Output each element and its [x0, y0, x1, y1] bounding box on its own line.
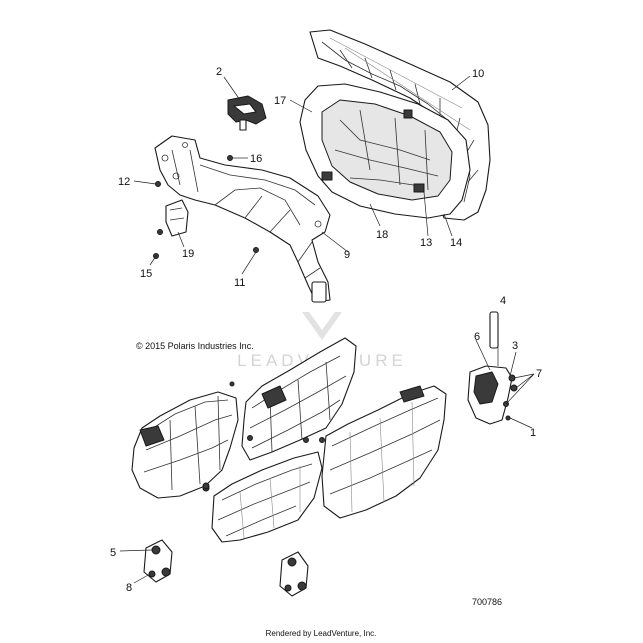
hinge-bracket [165, 199, 189, 237]
callout-9: 9 [344, 249, 350, 261]
screw-icon [157, 229, 163, 235]
lower-right-panel [321, 385, 447, 519]
callout-10: 10 [472, 68, 484, 80]
hinge-assembly [467, 311, 535, 429]
door-outer-panel [309, 29, 491, 221]
hinge-plate-right [279, 551, 309, 597]
callout-11: 11 [234, 277, 245, 289]
callout-15: 15 [140, 268, 152, 280]
callout-6: 6 [474, 331, 480, 343]
screw-icon [229, 381, 235, 387]
fasteners-lower [202, 381, 325, 490]
hinge-pin [489, 311, 499, 349]
callout-16: 16 [250, 153, 262, 165]
lower-middle-door-frame [241, 337, 357, 461]
copyright-text: © 2015 Polaris Industries Inc. [136, 341, 254, 351]
screw-icon [202, 482, 210, 490]
lower-left-door-frame [131, 391, 239, 499]
screw-icon [227, 155, 233, 161]
screw-icon [153, 253, 159, 259]
watermark-logo-icon [302, 312, 342, 340]
callout-5: 5 [110, 547, 116, 559]
diagram-number: 700786 [472, 597, 502, 607]
callout-19: 19 [182, 248, 194, 260]
callout-3: 3 [512, 340, 518, 352]
callout-4: 4 [500, 295, 506, 307]
door-inner-trim [299, 83, 471, 219]
footer-text: Rendered by LeadVenture, Inc. [266, 629, 377, 638]
door-frame [154, 135, 331, 303]
callout-7: 7 [536, 368, 542, 380]
callout-2: 2 [216, 66, 222, 78]
screw-icon [319, 437, 325, 443]
lower-middle-panel [211, 451, 323, 543]
callouts: 1 2 3 4 5 6 7 8 9 10 11 12 13 14 15 16 1… [110, 66, 542, 594]
hinge-plate-left [143, 539, 173, 583]
callout-17: 17 [274, 95, 286, 107]
callout-8: 8 [126, 582, 132, 594]
upper-leaders [133, 75, 471, 275]
callout-14: 14 [450, 237, 462, 249]
callout-13: 13 [420, 237, 432, 249]
callout-18: 18 [376, 229, 388, 241]
screw-icon [253, 247, 259, 253]
callout-1: 1 [530, 427, 536, 439]
callout-12: 12 [118, 176, 130, 188]
screw-icon [155, 181, 161, 187]
door-latch [227, 95, 267, 131]
